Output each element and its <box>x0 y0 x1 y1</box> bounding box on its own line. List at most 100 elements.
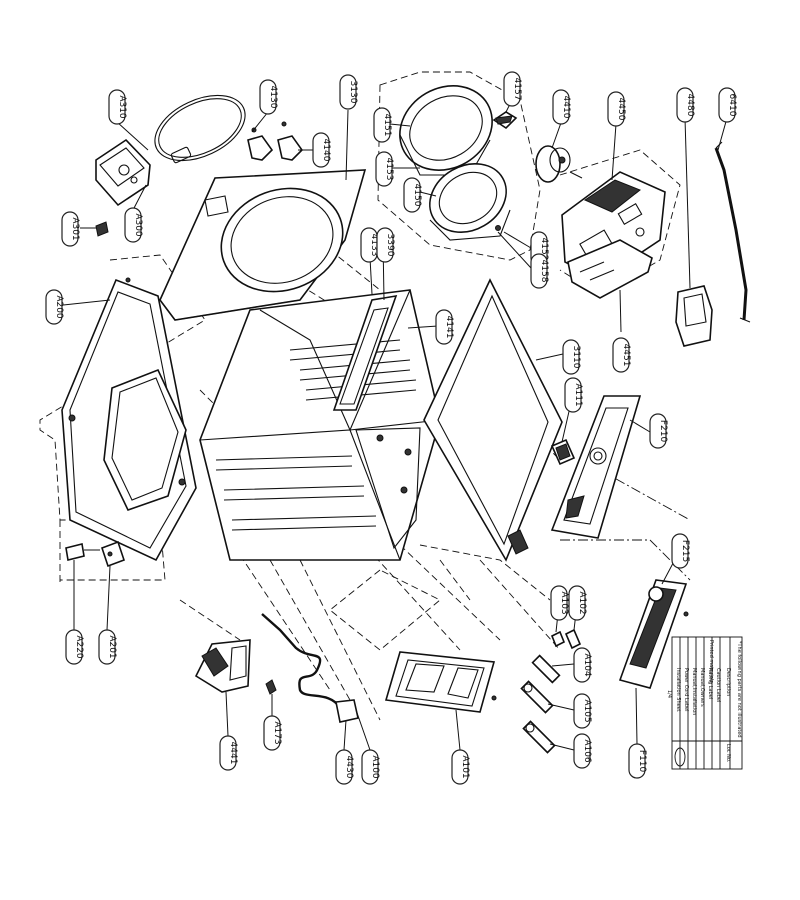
svg-text:3130: 3130 <box>348 81 358 104</box>
svg-text:A106: A106 <box>582 739 592 763</box>
svg-text:A104: A104 <box>582 653 592 677</box>
screw-a173 <box>265 679 277 695</box>
svg-text:6410: 6410 <box>727 94 737 117</box>
label-4480: 4480 <box>676 87 695 123</box>
wire-harness <box>714 147 748 321</box>
table-row: Manual,Installation <box>691 668 697 715</box>
svg-text:4133: 4133 <box>369 234 379 257</box>
table-stamp <box>674 747 686 767</box>
table-row: Power Cord Label <box>683 668 689 711</box>
label-4441: 4441 <box>219 735 238 771</box>
svg-text:A101: A101 <box>460 755 470 778</box>
svg-text:4480: 4480 <box>685 94 695 117</box>
svg-text:4130: 4130 <box>268 86 278 109</box>
label-4140: 4140 <box>312 132 331 168</box>
svg-text:A201: A201 <box>107 635 117 658</box>
label-4133: 4133 <box>360 227 379 263</box>
top-panel-opening <box>220 187 344 293</box>
drum-bellows <box>429 163 507 233</box>
label-a104: A104 <box>573 647 592 683</box>
module-4480 <box>675 285 713 347</box>
table-header: *The following parts are not illustrated <box>736 641 742 738</box>
label-4451: 4451 <box>612 337 631 373</box>
svg-text:A103: A103 <box>559 591 569 614</box>
svg-text:4151: 4151 <box>382 114 392 137</box>
label-a300: A300 <box>124 207 143 243</box>
label-4141: 4141 <box>435 309 454 345</box>
label-a105: A105 <box>573 693 592 729</box>
label-a310: A310 <box>108 89 127 125</box>
svg-text:F215: F215 <box>680 540 690 562</box>
label-4150: 4150 <box>403 177 422 213</box>
leveling-foot <box>65 543 85 561</box>
side-panel <box>423 278 563 562</box>
gasket-ring <box>154 94 246 162</box>
label-a173: A173 <box>263 715 282 751</box>
svg-text:4441: 4441 <box>228 742 238 765</box>
label-a103: A103 <box>550 585 569 621</box>
table-row: Installation Sheet <box>675 668 681 712</box>
table-row: Caution Label <box>715 668 721 702</box>
not-illustrated-table: *The following parts are not illustrated… <box>666 636 743 770</box>
svg-text:F110: F110 <box>637 750 647 773</box>
label-3110: 3110 <box>562 339 581 375</box>
label-f210: F210 <box>649 413 668 449</box>
label-4158: 4158 <box>530 253 549 289</box>
label-bubbles: A310 4130 4140 A300 A301 3130 4151 4153 … <box>45 71 737 785</box>
table-col-description: Description <box>725 668 731 696</box>
table-side-label: Printed materials <box>708 640 714 683</box>
svg-text:A173: A173 <box>272 721 282 744</box>
board-housing <box>567 239 653 299</box>
svg-text:4451: 4451 <box>621 344 631 367</box>
svg-text:3110: 3110 <box>571 346 581 369</box>
label-4450: 4450 <box>607 91 626 127</box>
label-4430: 4430 <box>335 749 354 785</box>
label-3390: 3390 <box>376 227 395 263</box>
svg-text:4158: 4158 <box>539 260 549 283</box>
label-4157: 4157 <box>503 71 522 107</box>
inner-frame <box>332 294 398 411</box>
svg-text:F210: F210 <box>658 420 668 443</box>
svg-text:A111: A111 <box>573 383 583 406</box>
svg-text:4430: 4430 <box>344 756 354 779</box>
label-a201: A201 <box>98 629 117 665</box>
control-knob <box>589 447 607 465</box>
label-a106: A106 <box>573 733 592 769</box>
label-f110: F110 <box>628 743 647 779</box>
hinge-bracket <box>247 135 274 161</box>
svg-text:A300: A300 <box>133 213 143 237</box>
assembly-guides <box>39 71 691 721</box>
label-4151: 4151 <box>373 107 392 143</box>
screw <box>95 221 109 237</box>
svg-text:A220: A220 <box>74 635 84 659</box>
label-4130: 4130 <box>259 79 278 115</box>
label-3130: 3130 <box>339 74 358 110</box>
svg-text:A301: A301 <box>70 217 80 240</box>
svg-text:A310: A310 <box>117 95 127 119</box>
label-4410: 4410 <box>552 89 571 125</box>
label-4153: 4153 <box>375 151 394 187</box>
part-a102 <box>564 628 582 650</box>
svg-text:4150: 4150 <box>412 184 422 207</box>
svg-text:A100: A100 <box>370 755 380 779</box>
label-a101: A101 <box>451 749 470 785</box>
label-a102: A102 <box>568 585 587 621</box>
label-f215: F215 <box>671 533 690 569</box>
table-row: Manual,Owners <box>699 668 705 707</box>
svg-text:4152: 4152 <box>539 238 549 261</box>
svg-text:A200: A200 <box>54 295 64 319</box>
table-row: Rating Label <box>707 668 713 699</box>
motor-body <box>535 145 561 183</box>
label-a301: A301 <box>61 211 80 247</box>
base-tray <box>384 651 496 713</box>
parts <box>61 85 751 754</box>
label-6410: 6410 <box>718 87 737 123</box>
table-note: 1/4 <box>666 690 672 698</box>
svg-text:4153: 4153 <box>384 158 394 181</box>
svg-text:A105: A105 <box>582 699 592 722</box>
label-a100: A100 <box>361 749 380 785</box>
svg-text:4157: 4157 <box>512 78 522 101</box>
bracket-a201 <box>100 540 126 568</box>
power-cord <box>261 613 342 709</box>
